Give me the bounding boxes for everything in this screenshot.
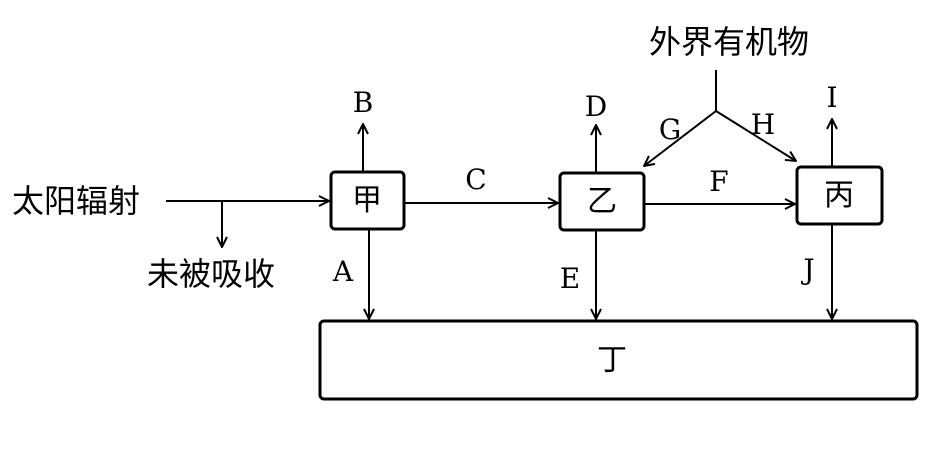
node-bing-label: 丙	[824, 178, 854, 213]
node-jia-label: 甲	[352, 183, 382, 218]
not-absorbed-label: 未被吸收	[147, 255, 275, 293]
flow-E-label: E	[560, 262, 580, 295]
flow-I-label: I	[826, 81, 837, 114]
node-bing-box	[795, 165, 884, 226]
flow-G-arrow	[644, 110, 717, 166]
flow-B-label: B	[353, 86, 374, 119]
flow-G-label: G	[659, 113, 681, 146]
node-ding-box	[318, 319, 919, 401]
flow-A-label: A	[332, 255, 354, 288]
flow-C-label: C	[465, 163, 486, 196]
external-organic-matter-label: 外界有机物	[649, 23, 809, 61]
node-yi-label: 乙	[587, 184, 617, 219]
node-jia-box	[329, 170, 406, 231]
flow-F-label: F	[709, 165, 728, 198]
node-yi-box	[558, 171, 646, 232]
flow-D-label: D	[585, 90, 607, 123]
flow-H-arrow	[715, 110, 796, 161]
flow-J-label: J	[800, 253, 814, 286]
solar-radiation-label: 太阳辐射	[12, 182, 140, 220]
node-ding-label: 丁	[597, 343, 627, 378]
flow-H-label: H	[751, 108, 775, 141]
